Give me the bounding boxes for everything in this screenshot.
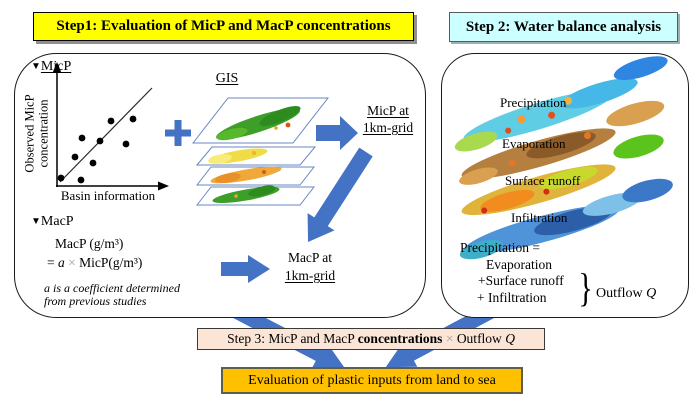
macp-label: MacP: [40, 214, 74, 229]
step2-title: Step 2: Water balance analysis: [449, 12, 678, 42]
macp-eq-prefix: =: [47, 255, 58, 270]
triangle-bullet-icon: ▼: [31, 216, 41, 227]
gis-label-text: GIS: [215, 71, 239, 86]
scatter-y-axis-label: Observed MicP concentration: [22, 79, 51, 189]
y-axis-label-line2: concentration: [36, 99, 50, 168]
map-label-infiltration: Infiltration: [511, 210, 568, 225]
macp-grid-result: MacP at 1km-grid: [270, 249, 350, 285]
macp-result-line2: 1km-grid: [284, 268, 336, 283]
equation-line2: Evaporation: [486, 256, 552, 272]
step1-title: Step1: Evaluation of MicP and MacP conce…: [33, 12, 414, 41]
step3-outflow-text: Outflow: [456, 331, 506, 346]
note-line1: a is a coefficient determined: [44, 281, 180, 295]
gis-label: GIS: [205, 71, 249, 87]
step3-q-symbol: Q: [505, 331, 515, 346]
scatter-x-axis-label: Basin information: [60, 188, 156, 203]
outflow-q-symbol: Q: [646, 286, 657, 301]
step3-bold-concentrations: concentrations: [357, 331, 443, 346]
micp-result-line1: MicP at: [367, 103, 409, 118]
outflow-label: Outflow Q: [596, 286, 656, 302]
macp-formula-line1: MacP (g/m³): [55, 236, 124, 251]
macp-coefficient-a: a: [58, 255, 65, 270]
note-line2: from previous studies: [44, 294, 147, 308]
final-evaluation-box: Evaluation of plastic inputs from land t…: [221, 367, 523, 394]
macp-section-header: ▼MacP: [31, 214, 74, 230]
map-label-surface-runoff: Surface runoff: [505, 173, 581, 188]
micp-label: MicP: [40, 59, 72, 74]
map-label-precipitation: Precipitation: [500, 95, 567, 110]
macp-times-sign: ×: [64, 255, 80, 270]
equation-line1: Precipitation =: [460, 240, 540, 255]
outflow-text: Outflow: [596, 286, 647, 301]
water-balance-equation: Precipitation = Evaporation +Surface run…: [460, 240, 564, 306]
equation-line3: +Surface runoff: [478, 273, 564, 288]
step1-panel: [14, 53, 426, 318]
step3-prefix: Step 3: MicP and MacP: [227, 331, 358, 346]
macp-eq-suffix: MicP(g/m³): [79, 255, 143, 270]
step3-times-sign: ×: [442, 331, 457, 346]
step3-box: Step 3: MicP and MacP concentrations × O…: [197, 328, 545, 350]
brace-icon: }: [578, 265, 593, 310]
map-label-evaporation: Evaporation: [502, 136, 566, 151]
y-axis-label-line1: Observed MicP: [22, 94, 37, 173]
macp-coefficient-note: a is a coefficient determined from previ…: [44, 282, 180, 308]
micp-grid-result: MicP at 1km-grid: [350, 102, 426, 136]
macp-formula-line2: = a × MicP(g/m³): [47, 255, 142, 271]
micp-result-line2: 1km-grid: [362, 120, 414, 135]
triangle-bullet-icon: ▼: [31, 61, 41, 72]
macp-result-line1: MacP at: [287, 250, 333, 265]
equation-line4: + Infiltration: [477, 289, 547, 305]
micp-section-header: ▼MicP: [31, 59, 71, 75]
